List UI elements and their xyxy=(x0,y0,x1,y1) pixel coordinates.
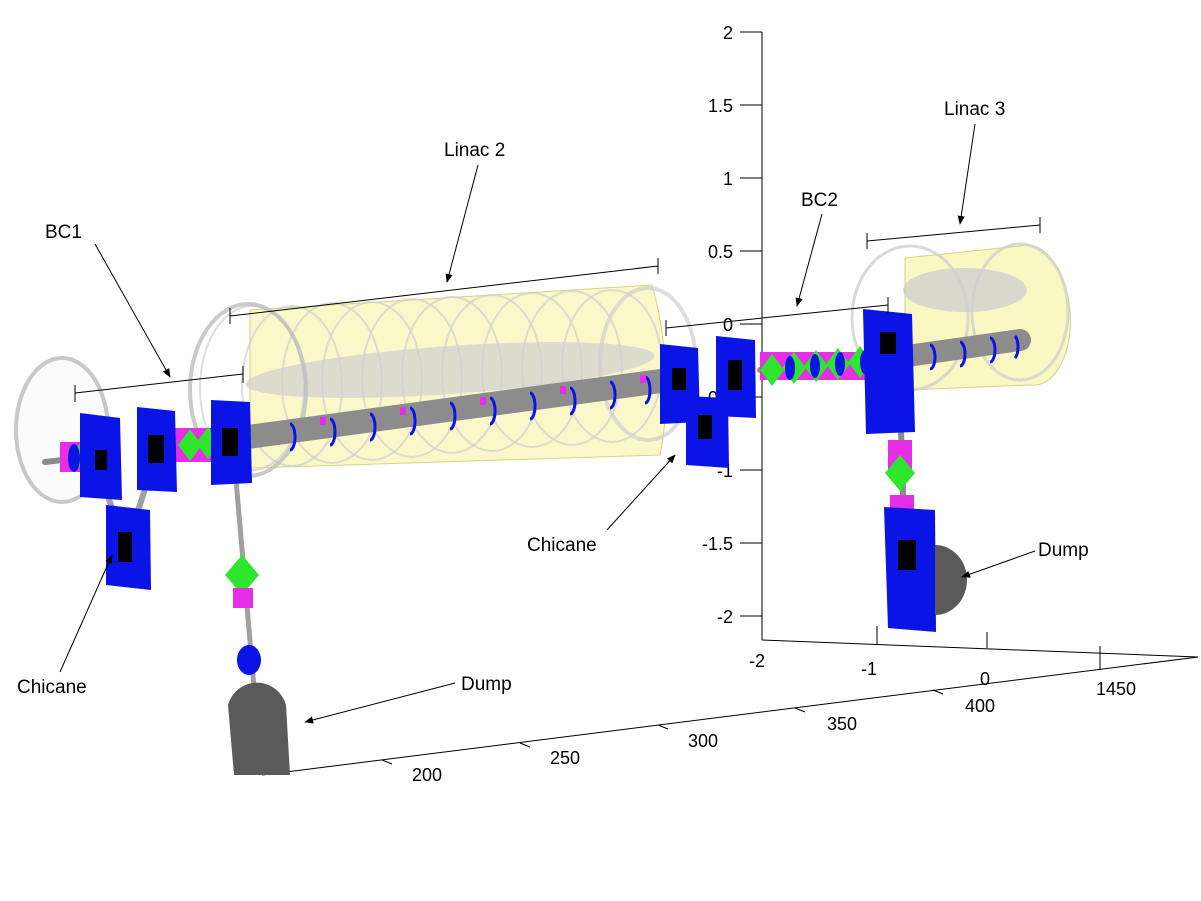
vertical-tick-label: 1 xyxy=(723,169,733,189)
arrow-linac2 xyxy=(445,164,479,283)
beamline-axis-tick-labels: 200 250 300 350 400 1450 xyxy=(412,679,1136,785)
arrow-dump-right xyxy=(961,550,1036,578)
vertical-tick-label: 0 xyxy=(723,315,733,335)
bc1-dipole-3 xyxy=(106,505,151,590)
beamline-tick-label: 350 xyxy=(827,714,857,734)
label-bc1: BC1 xyxy=(45,222,82,243)
chicane-dipole-3 xyxy=(716,336,756,418)
linac2-bracket xyxy=(229,258,659,324)
arrow-chicane-left xyxy=(59,554,113,673)
arrow-linac3 xyxy=(957,123,976,225)
label-bc2: BC2 xyxy=(801,190,838,211)
linac2-entry-dipole xyxy=(211,400,252,485)
bc1-dipole-1 xyxy=(80,413,122,500)
vertical-axis-tick-labels: 2 1.5 1 0.5 0 -0.5 -1 -1.5 -2 xyxy=(702,23,733,627)
arrow-bc2 xyxy=(795,213,823,307)
linac2-inner-cylinder xyxy=(245,342,655,398)
beamline-tick-label: 200 xyxy=(412,765,442,785)
beam-dumps xyxy=(228,545,967,775)
arrow-chicane-right xyxy=(606,454,676,531)
linac3-entry-dipole xyxy=(863,309,915,434)
beamline-tick-label: 300 xyxy=(688,731,718,751)
beamline-tick-label: 250 xyxy=(550,748,580,768)
bc2-bracket xyxy=(665,297,889,336)
label-linac3: Linac 3 xyxy=(944,99,1005,120)
beamline-tick-label: 400 xyxy=(965,696,995,716)
section-brackets xyxy=(74,217,1041,402)
arrow-bc1 xyxy=(94,243,171,378)
vertical-axis-ticks xyxy=(740,31,762,617)
pipe-linac3 xyxy=(889,329,1031,368)
vertical-tick-label: -2 xyxy=(717,607,733,627)
rf-cavities xyxy=(289,334,1020,452)
pipe-linac2 xyxy=(236,368,680,449)
annotation-arrows xyxy=(59,123,1036,724)
beamline-tick-label: 1450 xyxy=(1096,679,1136,699)
linac3-bracket xyxy=(866,217,1041,249)
vertical-tick-label: -1.5 xyxy=(702,534,733,554)
bc1-dipole-2 xyxy=(137,407,177,492)
label-chicane-left: Chicane xyxy=(17,677,87,698)
label-chicane-right: Chicane xyxy=(527,535,597,556)
label-dump-left: Dump xyxy=(461,674,512,695)
quadrupole-dump-left xyxy=(225,555,261,675)
arrow-dump-left xyxy=(304,682,456,724)
beamline-axis-line xyxy=(261,656,1199,776)
label-dump-right: Dump xyxy=(1038,540,1089,561)
lateral-axis-ticks xyxy=(761,622,988,648)
vertical-tick-label: 0.5 xyxy=(708,242,733,262)
dump-dipole-right xyxy=(884,507,936,632)
bc1-bracket xyxy=(74,366,244,402)
dump-right-shape xyxy=(935,545,967,615)
vertical-tick-label: 2 xyxy=(723,23,733,43)
dipole-magnets xyxy=(80,309,936,632)
annotation-labels: BC1 Linac 2 BC2 Linac 3 Chicane Chicane … xyxy=(17,99,1089,698)
lateral-axis-line xyxy=(761,639,1199,658)
dump-left-shape xyxy=(228,682,290,775)
lateral-tick-label: 0 xyxy=(980,669,990,689)
lateral-axis-tick-labels: -2 -1 0 xyxy=(749,651,990,689)
vertical-tick-label: 1.5 xyxy=(708,96,733,116)
lateral-tick-label: -1 xyxy=(861,659,877,679)
beamline-axis-ticks xyxy=(381,646,1101,765)
label-linac2: Linac 2 xyxy=(444,140,505,161)
axes xyxy=(261,31,1199,776)
lateral-tick-label: -2 xyxy=(749,651,765,671)
